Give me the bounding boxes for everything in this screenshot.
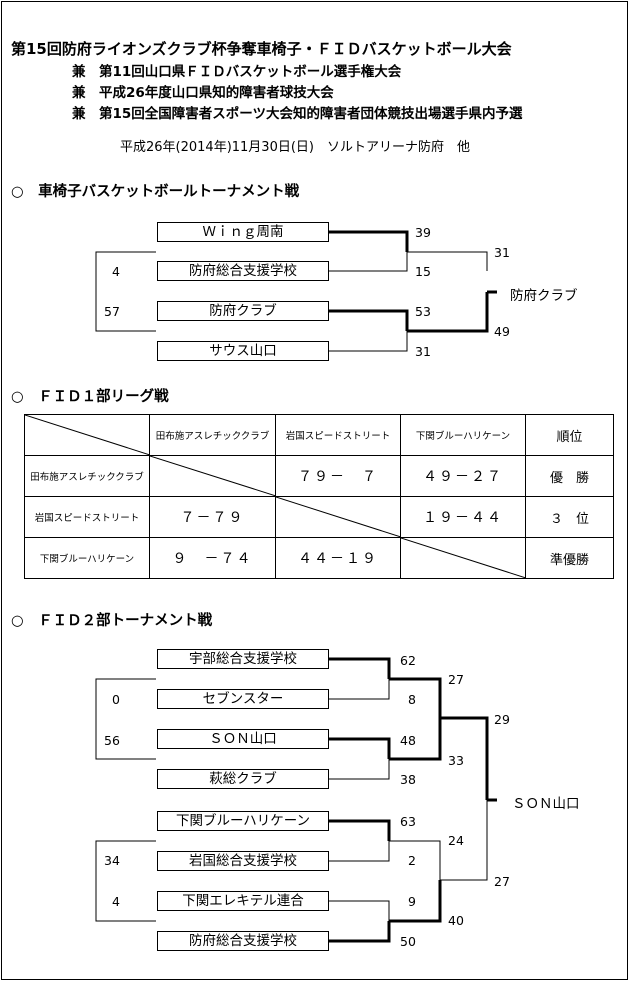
fid2-r1-score: 9: [408, 894, 416, 909]
column-header: 順位: [525, 414, 614, 456]
column-header: 下関ブルーハリケーン: [400, 414, 526, 456]
score-cell: ７－７９: [149, 496, 276, 538]
rank-cell: 優 勝: [525, 455, 614, 497]
date-venue: 平成26年(2014年)11月30日(日) ソルトアリーナ防府 他: [120, 140, 470, 155]
fid2-semi-score: 27: [494, 874, 510, 889]
wheelchair-side-score: 4: [112, 264, 120, 279]
wheelchair-team-3: 防府クラブ: [157, 301, 329, 321]
diagonal-cell: [24, 414, 150, 456]
wheelchair-score: 53: [415, 304, 431, 319]
page-title: 第15回防府ライオンズクラブ杯争奪車椅子・ＦＩＤバスケットボール大会: [11, 40, 512, 58]
fid2-r1-score: 2: [408, 853, 416, 868]
fid2-team-3: ＳＯＮ山口: [157, 729, 329, 749]
subtitle-line-1: 兼 第11回山口県ＦＩＤバスケットボール選手権大会: [72, 64, 402, 80]
fid1-league-table: 田布施アスレチッククラブ 岩国スピードストリート 下関ブルーハリケーン 順位 田…: [24, 414, 614, 579]
fid2-r1-score: 50: [400, 934, 416, 949]
diagonal-cell: [149, 455, 276, 497]
fid2-team-2: セブンスター: [157, 689, 329, 709]
wheelchair-team-1: Ｗｉｎｇ周南: [157, 222, 329, 242]
fid2-team-6: 岩国総合支援学校: [157, 851, 329, 871]
diagonal-cell: [275, 496, 401, 538]
fid2-r1-score: 8: [408, 692, 416, 707]
score-cell: ４４－１９: [275, 537, 401, 579]
score-cell: ９ －７４: [149, 537, 276, 579]
fid2-r2-score: 24: [448, 833, 464, 848]
fid2-semi-score: 29: [494, 712, 510, 727]
fid2-r1-score: 38: [400, 772, 416, 787]
table-header-row: 田布施アスレチッククラブ 岩国スピードストリート 下関ブルーハリケーン 順位: [24, 414, 614, 456]
column-header: 岩国スピードストリート: [275, 414, 401, 456]
score-cell: ７９－ ７: [275, 455, 401, 497]
wheelchair-score: 15: [415, 264, 431, 279]
wheelchair-final-score: 31: [494, 245, 510, 260]
rank-cell: ３ 位: [525, 496, 614, 538]
table-row: 田布施アスレチッククラブ ７９－ ７ ４９－２７ 優 勝: [24, 455, 614, 497]
wheelchair-side-score: 57: [104, 304, 120, 319]
wheelchair-team-2: 防府総合支援学校: [157, 261, 329, 281]
rank-cell: 準優勝: [525, 537, 614, 579]
fid2-heading: ○ ＦＩＤ２部トーナメント戦: [11, 613, 213, 629]
table-row: 下関ブルーハリケーン ９ －７４ ４４－１９ 準優勝: [24, 537, 614, 579]
fid2-team-4: 萩総クラブ: [157, 769, 329, 789]
table-row: 岩国スピードストリート ７－７９ １９－４４ ３ 位: [24, 496, 614, 538]
row-header: 下関ブルーハリケーン: [24, 537, 150, 579]
fid2-team-5: 下関ブルーハリケーン: [157, 811, 329, 831]
score-cell: ４９－２７: [400, 455, 526, 497]
wheelchair-winner: 防府クラブ: [510, 288, 578, 304]
fid2-side-score: 34: [104, 853, 120, 868]
fid2-side-score: 4: [112, 894, 120, 909]
wheelchair-score: 39: [415, 225, 431, 240]
diagonal-cell: [400, 537, 526, 579]
row-header: 田布施アスレチッククラブ: [24, 455, 150, 497]
wheelchair-heading: ○ 車椅子バスケットボールトーナメント戦: [11, 184, 300, 200]
fid2-team-1: 宇部総合支援学校: [157, 649, 329, 669]
fid2-team-7: 下関エレキテル連合: [157, 891, 329, 911]
wheelchair-team-4: サウス山口: [157, 341, 329, 361]
subtitle-line-2: 兼 平成26年度山口県知的障害者球技大会: [72, 85, 334, 101]
row-header: 岩国スピードストリート: [24, 496, 150, 538]
subtitle-line-3: 兼 第15回全国障害者スポーツ大会知的障害者団体競技出場選手県内予選: [72, 106, 523, 122]
fid2-r1-score: 62: [400, 653, 416, 668]
fid2-r2-score: 40: [448, 913, 464, 928]
wheelchair-final-score: 49: [494, 324, 510, 339]
fid2-winner: ＳＯＮ山口: [512, 796, 580, 812]
fid2-r2-score: 33: [448, 753, 464, 768]
fid1-heading: ○ ＦＩＤ１部リーグ戦: [11, 389, 169, 405]
fid2-r1-score: 48: [400, 733, 416, 748]
fid2-r1-score: 63: [400, 814, 416, 829]
column-header: 田布施アスレチッククラブ: [149, 414, 276, 456]
score-cell: １９－４４: [400, 496, 526, 538]
fid2-team-8: 防府総合支援学校: [157, 931, 329, 951]
fid2-side-score: 56: [104, 733, 120, 748]
fid2-r2-score: 27: [448, 672, 464, 687]
wheelchair-score: 31: [415, 344, 431, 359]
fid2-side-score: 0: [112, 692, 120, 707]
